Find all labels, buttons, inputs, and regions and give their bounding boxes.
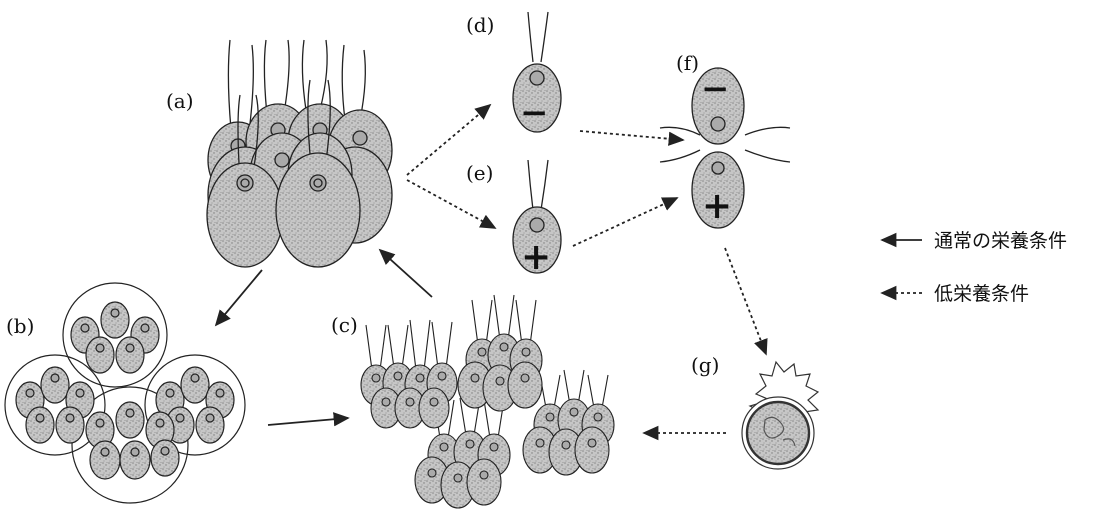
plus-sign-e: + <box>521 236 551 278</box>
label-e: (e) <box>466 161 493 185</box>
legend-low-text: 低栄養条件 <box>934 283 1029 305</box>
cell-cluster-b <box>5 283 245 503</box>
label-f: (f) <box>676 51 699 75</box>
cell-cluster-c <box>361 295 614 508</box>
label-d: (d) <box>466 13 494 37</box>
minus-sign-d: − <box>520 93 549 133</box>
label-b: (b) <box>6 314 34 338</box>
legend: 通常の栄養条件 低栄養条件 <box>882 230 1067 305</box>
label-g: (g) <box>691 353 719 377</box>
zygospore-g <box>742 362 818 469</box>
minus-sign-f: − <box>701 69 730 109</box>
label-a: (a) <box>166 89 194 113</box>
cell-cluster-a <box>207 40 392 267</box>
label-c: (c) <box>331 313 358 337</box>
plus-sign-f: + <box>702 185 732 227</box>
legend-normal-text: 通常の栄養条件 <box>934 230 1067 252</box>
